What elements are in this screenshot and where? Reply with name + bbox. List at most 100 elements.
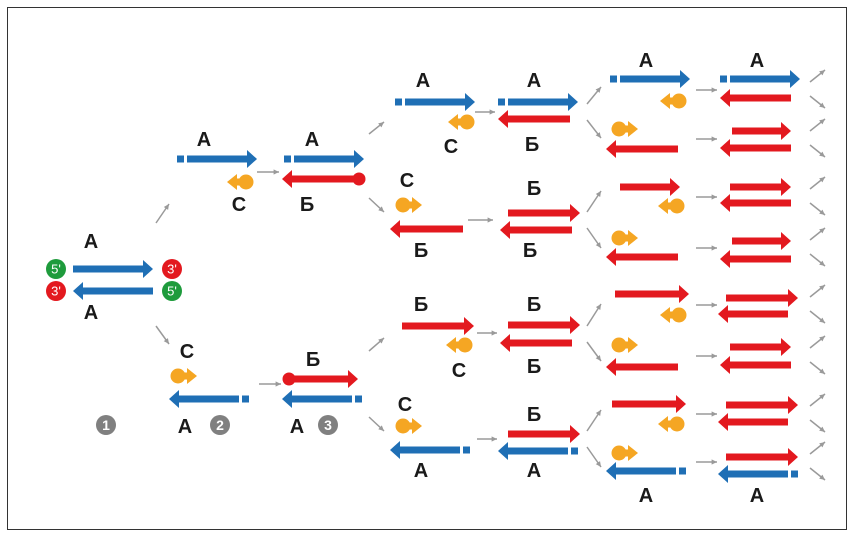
strand-arrowhead <box>781 338 791 356</box>
primer-arrowhead <box>448 114 458 130</box>
primer-arrowhead <box>658 416 668 432</box>
strand-label-a: А <box>639 50 653 72</box>
step-marker-1: 1 <box>96 415 116 435</box>
primer-stem <box>403 201 413 209</box>
primer-c <box>658 198 685 214</box>
strand-b <box>500 334 572 352</box>
end-label: 5' <box>51 262 61 277</box>
strand-body <box>405 98 465 106</box>
strand-b <box>718 413 788 431</box>
strand-label-a: А <box>84 231 98 253</box>
strand-label-c: С <box>232 194 246 216</box>
strand-arrowhead <box>570 316 580 334</box>
strand-body <box>732 127 781 135</box>
step-number: 3 <box>324 417 332 433</box>
strand-label-a: А <box>527 70 541 92</box>
connector-arrowhead <box>819 70 825 76</box>
primer-arrowhead <box>658 198 668 214</box>
strand-label-a: А <box>639 485 653 507</box>
primer-stem <box>178 372 188 380</box>
strand-label-a: А <box>290 416 304 438</box>
strand-body <box>730 94 791 102</box>
extension-product <box>282 370 358 388</box>
end-label: 3' <box>167 262 177 277</box>
strand-body <box>616 363 678 371</box>
strand-arrowhead <box>465 93 475 111</box>
connector-arrowhead <box>378 425 384 431</box>
strand-arrowhead <box>788 448 798 466</box>
three-prime-end: 3' <box>46 281 66 301</box>
strand-body <box>732 237 781 245</box>
connector-arrowhead <box>819 394 825 400</box>
primer-arrowhead <box>412 418 422 434</box>
strand-a <box>610 70 690 88</box>
product-body <box>289 375 348 383</box>
strand-b <box>730 178 791 196</box>
connector-arrowhead <box>378 338 384 344</box>
strand-b <box>730 338 791 356</box>
connector-arrowhead <box>487 217 493 223</box>
strand-a <box>606 462 686 480</box>
strand-a <box>720 70 800 88</box>
strand-b <box>508 425 580 443</box>
strand-arrowhead <box>498 110 508 128</box>
strand-body <box>730 144 791 152</box>
strand-b <box>720 194 791 212</box>
strand-arrowhead <box>718 465 728 483</box>
strand-label-a: А <box>305 129 319 151</box>
primer-arrowhead <box>660 93 670 109</box>
strand-arrowhead <box>606 140 616 158</box>
strand-b <box>615 285 689 303</box>
connector-arrowhead <box>491 436 497 442</box>
strand-body <box>730 199 791 207</box>
primer-stem <box>619 341 629 349</box>
strand-body <box>402 322 464 330</box>
primer-arrowhead <box>628 230 638 246</box>
strand-body <box>616 253 678 261</box>
strand-arrowhead <box>143 260 153 278</box>
connector-arrowhead <box>819 426 825 432</box>
step-marker-3: 3 <box>318 415 338 435</box>
strand-b <box>720 89 791 107</box>
strand-body <box>616 145 678 153</box>
connector-arrowhead <box>595 242 601 248</box>
strand-b <box>726 396 798 414</box>
strand-arrowhead <box>718 305 728 323</box>
connector-arrowhead <box>819 442 825 448</box>
strand-a <box>498 442 578 460</box>
connector-arrowhead <box>819 177 825 183</box>
strand-segment <box>284 155 291 163</box>
strand-segment <box>395 98 402 106</box>
strand-b <box>718 305 788 323</box>
primer-arrowhead <box>227 174 237 190</box>
step-circle <box>318 415 338 435</box>
primer-stem <box>455 341 465 349</box>
strand-body <box>508 321 570 329</box>
product-arrowhead <box>348 370 358 388</box>
strand-segment <box>355 395 362 403</box>
strand-label-b: Б <box>527 404 541 426</box>
connector-arrowhead <box>595 191 601 197</box>
strand-arrowhead <box>390 441 400 459</box>
connector-arrowhead <box>595 355 601 361</box>
strand-label-a: А <box>527 460 541 482</box>
primer-stem <box>669 311 679 319</box>
strand-a <box>282 390 362 408</box>
primer-c <box>448 114 475 130</box>
end-circle <box>46 259 66 279</box>
primer-stem <box>619 234 629 242</box>
connector-arrowhead <box>595 304 601 310</box>
connector-arrowhead <box>711 136 717 142</box>
strand-arrowhead <box>606 358 616 376</box>
step-marker-2: 2 <box>210 415 230 435</box>
strand-label-a: А <box>750 50 764 72</box>
strand-arrowhead <box>169 390 179 408</box>
strand-arrowhead <box>788 289 798 307</box>
strand-b <box>726 289 798 307</box>
strand-arrowhead <box>718 413 728 431</box>
strand-body <box>508 447 568 455</box>
five-prime-end: 5' <box>162 281 182 301</box>
connector-arrowhead <box>819 368 825 374</box>
